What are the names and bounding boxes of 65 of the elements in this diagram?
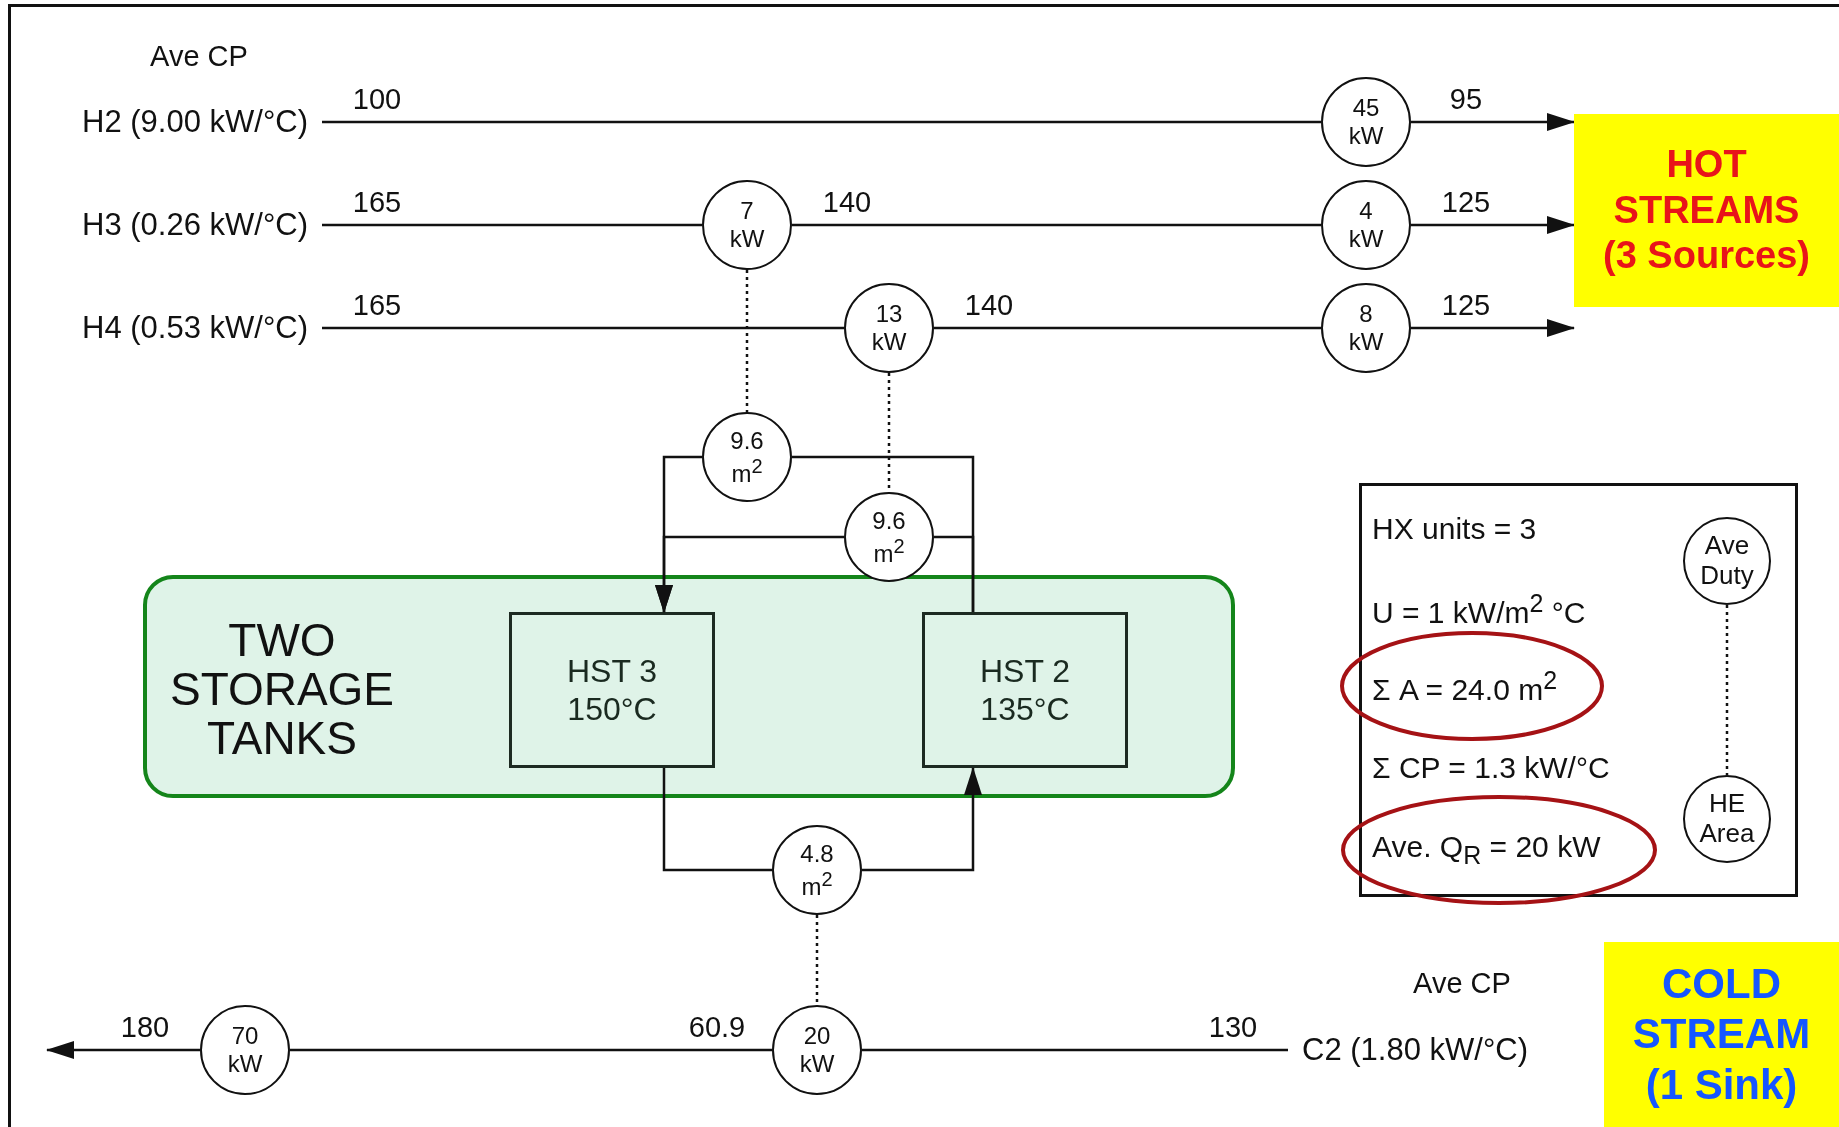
dotted-link <box>745 270 749 412</box>
summary-text: Σ CP = 1.3 kW/°C <box>1372 751 1610 785</box>
summary-box <box>1359 483 1798 897</box>
temperature-label: 95 <box>1449 83 1483 116</box>
temperature-label: 125 <box>1441 289 1491 322</box>
temperature-label: 130 <box>1208 1011 1258 1044</box>
arrow <box>46 1041 200 1059</box>
stream-label: H2 (9.00 kW/°C) <box>30 100 322 144</box>
dotted-link <box>1725 605 1729 775</box>
temperature-label: 165 <box>352 186 402 219</box>
stream-group-panel <box>1574 114 1839 307</box>
arrow <box>862 767 982 872</box>
temperature-label: 180 <box>120 1011 170 1044</box>
circle-label: Ave Duty <box>1699 531 1755 591</box>
connector-line <box>792 223 1321 227</box>
arrow <box>655 535 844 613</box>
circle-label: HE Area <box>1698 789 1756 849</box>
summary-text: Ave. Q$_{R}$ = 20 kW <box>1372 830 1601 870</box>
summary-text: HX units = 3 <box>1372 512 1537 546</box>
circle-value: 4 kW <box>1347 197 1385 253</box>
circle-value: 9.6 m$^{2}$ <box>729 426 765 488</box>
temperature-label: 60.9 <box>688 1011 746 1044</box>
connector-line <box>862 1048 1288 1052</box>
circle-value: 70 kW <box>226 1022 264 1078</box>
panel-title: HOT STREAMS (3 Sources) <box>1602 142 1811 279</box>
circle-value: 45 kW <box>1347 94 1385 150</box>
circle-value: 20 kW <box>798 1022 836 1078</box>
column-header: Ave CP <box>150 39 248 73</box>
storage-tank-group <box>143 575 1235 798</box>
stream-group-panel <box>1604 942 1839 1127</box>
storage-tank-box <box>509 612 715 768</box>
connector-line <box>934 535 975 612</box>
circle-value: 8 kW <box>1347 300 1385 356</box>
stream-label: H3 (0.26 kW/°C) <box>30 203 322 247</box>
circle-value: 4.8 m$^{2}$ <box>799 839 835 901</box>
arrow <box>1411 319 1575 337</box>
temperature-label: 140 <box>822 186 872 219</box>
summary-text: U = 1 kW/m$^{2}$ °C <box>1372 588 1586 630</box>
connector-line <box>662 768 772 872</box>
stream-label: H4 (0.53 kW/°C) <box>30 306 322 350</box>
summary-text: Σ A = 24.0 m$^{2}$ <box>1372 665 1558 707</box>
arrow <box>1411 113 1575 131</box>
panel-title: COLD STREAM (1 Sink) <box>1631 958 1812 1110</box>
tank-label: HST 3 150°C <box>565 651 659 729</box>
dotted-link <box>815 915 819 1005</box>
temperature-label: 100 <box>352 83 402 116</box>
connector-line <box>322 326 844 330</box>
circle-value: 9.6 m$^{2}$ <box>871 506 907 568</box>
temperature-label: 125 <box>1441 186 1491 219</box>
arrow <box>1411 216 1575 234</box>
temperature-label: 140 <box>964 289 1014 322</box>
connector-line <box>934 326 1321 330</box>
highlight-ellipse <box>1341 795 1657 905</box>
connector-line <box>322 120 1321 124</box>
group-title: TWO STORAGE TANKS <box>168 616 396 764</box>
circle-value: 13 kW <box>870 300 908 356</box>
tank-label: HST 2 135°C <box>978 651 1072 729</box>
storage-tank-box <box>922 612 1128 768</box>
connector-line <box>322 223 702 227</box>
column-header: Ave CP <box>1413 966 1511 1000</box>
highlight-ellipse <box>1340 631 1604 741</box>
temperature-label: 165 <box>352 289 402 322</box>
circle-value: 7 kW <box>728 197 766 253</box>
connector-line <box>290 1048 772 1052</box>
stream-label: C2 (1.80 kW/°C) <box>1288 1028 1588 1072</box>
